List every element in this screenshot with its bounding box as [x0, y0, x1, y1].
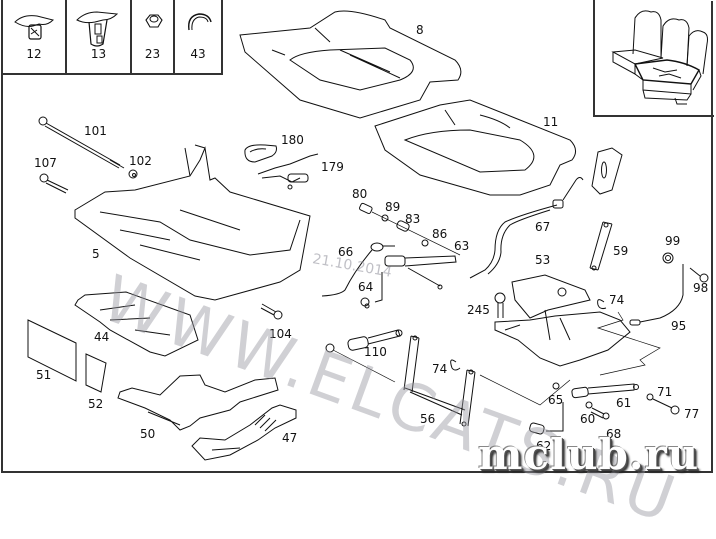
callout-102[interactable]: 102	[129, 154, 152, 168]
callout-180[interactable]: 180	[281, 133, 304, 147]
callout-50[interactable]: 50	[140, 427, 156, 441]
callout-99[interactable]: 99	[665, 234, 681, 248]
part-180-release-handle[interactable]	[244, 144, 277, 163]
callout-83[interactable]: 83	[405, 212, 421, 226]
legend-cell-12[interactable]: 12	[3, 0, 67, 73]
callout-107[interactable]: 107	[34, 156, 57, 170]
callout-66[interactable]: 66	[338, 245, 354, 259]
diagram-frame	[1, 1, 713, 473]
callout-44[interactable]: 44	[94, 330, 110, 344]
part-102-bushing[interactable]	[128, 169, 138, 179]
callout-77[interactable]: 77	[684, 407, 700, 421]
part-98-screw[interactable]	[689, 267, 709, 283]
callout-8[interactable]: 8	[416, 23, 424, 37]
callout-64[interactable]: 64	[358, 280, 374, 294]
legend-cell-13[interactable]: 13	[67, 0, 132, 73]
callout-60[interactable]: 60	[580, 412, 596, 426]
part-74-retaining-clip[interactable]	[597, 299, 607, 310]
part-65-nut[interactable]	[552, 382, 560, 390]
small-parts-legend: 12 13 23 43	[1, 0, 223, 75]
part-trim-cover[interactable]	[591, 147, 623, 195]
clip-icon	[14, 15, 54, 40]
callout-52[interactable]: 52	[88, 397, 104, 411]
callout-68[interactable]: 68	[606, 427, 622, 441]
part-80-bolt[interactable]	[359, 202, 373, 215]
part-63-gas-strut[interactable]	[384, 255, 457, 290]
legend-cell-23[interactable]: 23	[132, 0, 175, 73]
callout-71[interactable]: 71	[657, 385, 673, 399]
part-47-trim-strip[interactable]	[191, 404, 297, 461]
hex-nut-icon	[145, 14, 163, 28]
part-52-pad[interactable]	[85, 353, 107, 393]
callout-89[interactable]: 89	[385, 200, 401, 214]
part-44-trim-panel[interactable]	[74, 291, 199, 357]
callout-62[interactable]: 62	[536, 439, 552, 453]
callout-80[interactable]: 80	[352, 187, 368, 201]
callout-11[interactable]: 11	[543, 115, 559, 129]
part-71-nut[interactable]	[646, 393, 654, 401]
callout-59[interactable]: 59	[613, 244, 629, 258]
callout-63[interactable]: 63	[454, 239, 470, 253]
part-110-gas-spring[interactable]	[325, 329, 403, 383]
part-53-mechanism-base[interactable]	[494, 274, 631, 367]
part-56-hinge-frame[interactable]	[403, 335, 476, 427]
hook-clip-icon	[188, 13, 212, 31]
part-89-washer[interactable]	[381, 214, 389, 222]
callout-56[interactable]: 56	[420, 412, 436, 426]
callout-5[interactable]: 5	[92, 247, 100, 261]
part-101-long-bolt[interactable]	[38, 116, 125, 169]
part-95-cable[interactable]	[629, 264, 684, 326]
part-8-seat-cushion-cover[interactable]	[239, 10, 462, 119]
part-62-bracket[interactable]	[529, 402, 564, 435]
callout-47[interactable]: 47	[282, 431, 298, 445]
part-66-cable[interactable]	[321, 242, 395, 297]
part-61-gas-strut[interactable]	[571, 383, 639, 399]
part-86-nut[interactable]	[421, 239, 429, 247]
part-64-bracket[interactable]	[360, 272, 383, 309]
callout-74-center[interactable]: 74	[432, 362, 448, 376]
legend-cell-43[interactable]: 43	[175, 0, 223, 73]
callout-179[interactable]: 179	[321, 160, 344, 174]
callout-245[interactable]: 245	[467, 303, 490, 317]
callout-110[interactable]: 110	[364, 345, 387, 359]
callout-61[interactable]: 61	[616, 396, 632, 410]
part-83-sleeve[interactable]	[396, 220, 410, 232]
exploded-parts-diagram	[27, 10, 709, 461]
part-74-retaining-clip-center[interactable]	[450, 359, 461, 371]
part-60-washer[interactable]	[585, 401, 593, 409]
callout-95[interactable]: 95	[671, 319, 687, 333]
vehicle-location-inset	[593, 0, 714, 117]
part-59-link-arm[interactable]	[589, 221, 613, 271]
callout-67[interactable]: 67	[535, 220, 551, 234]
bracket-clip-icon	[76, 11, 119, 47]
part-77-bolt[interactable]	[652, 398, 680, 415]
part-67-bowden-cable[interactable]	[469, 177, 584, 279]
part-99-grommet[interactable]	[662, 252, 674, 264]
callout-101[interactable]: 101	[84, 124, 107, 138]
part-245-bolt[interactable]	[494, 292, 506, 318]
part-179-cable-harness[interactable]	[257, 153, 319, 190]
callout-86[interactable]: 86	[432, 227, 448, 241]
callout-65[interactable]: 65	[548, 393, 564, 407]
part-107-bolt[interactable]	[39, 173, 69, 194]
callout-104[interactable]: 104	[269, 327, 292, 341]
part-50-under-cover[interactable]	[117, 374, 279, 431]
legend-label: 23	[144, 47, 161, 61]
part-5-seat-frame[interactable]	[74, 144, 311, 301]
part-11-seat-cushion-pad[interactable]	[374, 99, 576, 196]
legend-label: 43	[190, 47, 206, 61]
callout-53[interactable]: 53	[535, 253, 551, 267]
callout-51[interactable]: 51	[36, 368, 52, 382]
part-51-pad[interactable]	[27, 319, 77, 382]
callout-98[interactable]: 98	[693, 281, 709, 295]
part-104-bolt[interactable]	[260, 303, 283, 320]
club-watermark: mclub.ru	[478, 430, 700, 479]
part-68-bolt[interactable]	[590, 407, 610, 420]
legend-label: 12	[26, 47, 42, 61]
legend-label: 13	[90, 47, 107, 61]
rear-bench-seat-locator-icon	[611, 10, 708, 105]
callout-74[interactable]: 74	[609, 293, 625, 307]
